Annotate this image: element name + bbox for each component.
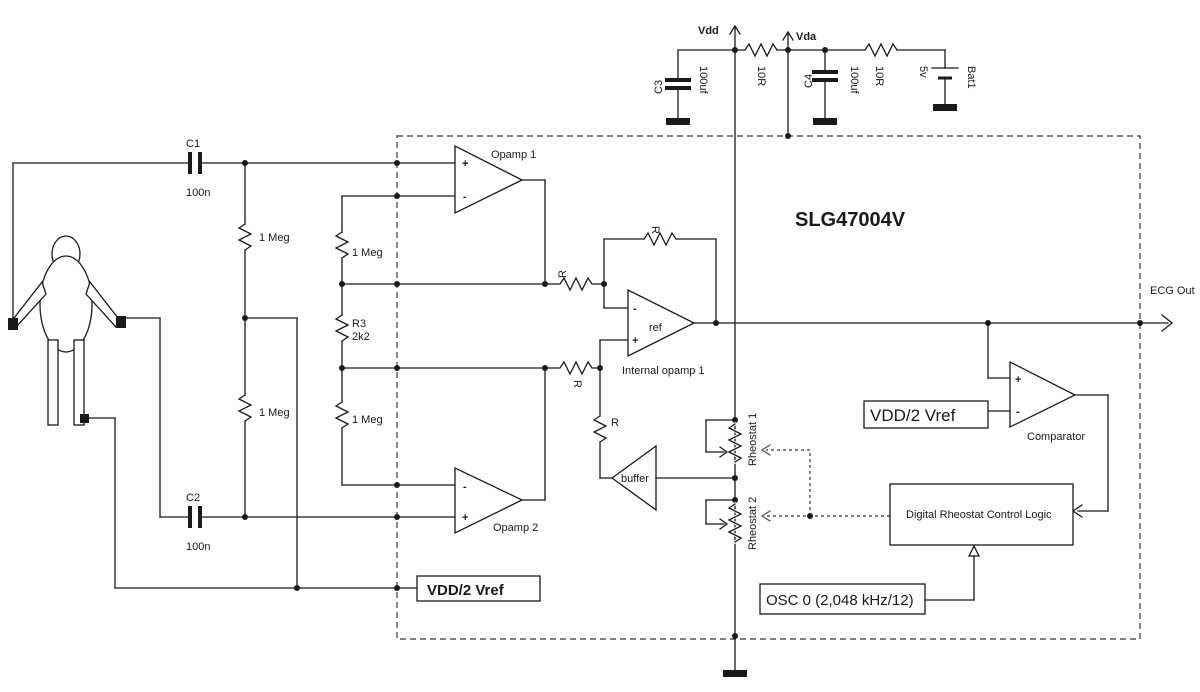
c4-ref: C4: [803, 74, 815, 88]
battery-ref: Bat1: [965, 66, 977, 89]
internal-opamp: - + ref Internal opamp 1: [622, 288, 1169, 377]
svg-text:+: +: [632, 335, 638, 347]
vda-label: Vda: [796, 31, 817, 43]
logic-label: Digital Rheostat Control Logic: [906, 509, 1052, 521]
svg-text:R: R: [611, 417, 619, 429]
svg-text:+: +: [462, 512, 468, 524]
c2-value: 100n: [186, 541, 210, 553]
vref-input-label: VDD/2 Vref: [427, 582, 505, 599]
svg-text:R: R: [649, 226, 661, 234]
svg-text:-: -: [463, 191, 467, 203]
osc-label: OSC 0 (2,048 kHz/12): [766, 592, 914, 609]
supply-section: Vdd Vda 10R 10R C3 100uf: [653, 24, 977, 677]
r10-2-label: 10R: [873, 66, 885, 86]
ecg-out-arrow: [1161, 314, 1174, 332]
comparator: + - Comparator: [987, 322, 1109, 518]
comparator-label: Comparator: [1027, 431, 1085, 443]
r10-1-label: 10R: [755, 66, 767, 86]
c3-value: 100uf: [697, 66, 709, 94]
osc-box: [759, 583, 926, 615]
ecg-out-label: ECG Out: [1150, 285, 1195, 297]
svg-text:+: +: [462, 158, 468, 170]
svg-text:R: R: [571, 380, 583, 388]
opamp-1: + - Opamp 1: [454, 144, 548, 287]
opamp-1-label: Opamp 1: [491, 149, 536, 161]
svg-text:-: -: [1016, 406, 1020, 418]
vref-comparator-label: VDD/2 Vref: [870, 406, 956, 425]
r-gain-a-label: 1 Meg: [352, 247, 383, 259]
svg-text:+: +: [1015, 374, 1021, 386]
r-bias-top-label: 1 Meg: [259, 232, 290, 244]
input-network: C1 100n C2 100n 1 Meg 1 Meg: [12, 138, 456, 591]
svg-text:R: R: [557, 270, 569, 278]
ground-bottom: [723, 670, 747, 677]
c1-value: 100n: [186, 187, 210, 199]
gain-network: 1 Meg R3 2k2 1 Meg: [334, 193, 546, 488]
battery-value: 5v: [917, 66, 929, 78]
c2-ref: C2: [186, 492, 200, 504]
chip-boundary: [396, 135, 1141, 640]
chip-name: SLG47004V: [795, 209, 906, 231]
internal-opamp-label: Internal opamp 1: [622, 365, 705, 377]
buffer-label: buffer: [621, 473, 649, 485]
logic-box: [889, 483, 1074, 546]
r3-value: 2k2: [352, 331, 370, 343]
rheostat-2-label: Rheostat 2: [747, 497, 759, 550]
r-gain-b-label: 1 Meg: [352, 414, 383, 426]
svg-text:-: -: [633, 303, 637, 315]
vref-comparator-box: [863, 400, 989, 429]
c1-ref: C1: [186, 138, 200, 150]
human-figure: [8, 235, 126, 426]
opamp-2-label: Opamp 2: [493, 522, 538, 534]
vref-input-box: [416, 575, 541, 602]
resistor-10r-2: [864, 42, 898, 58]
opamp-2: - + Opamp 2: [454, 365, 548, 535]
rheostats: Rheostat 1 Rheostat 2: [705, 413, 890, 639]
rheostat-1-label: Rheostat 1: [747, 413, 759, 466]
c3-ref: C3: [653, 80, 665, 94]
vdd-label: Vdd: [698, 25, 719, 37]
difference-resistors: R R R R: [544, 226, 717, 479]
r-bias-bot-label: 1 Meg: [259, 407, 290, 419]
c4-value: 100uf: [848, 66, 860, 94]
ref-label: ref: [649, 322, 663, 334]
r3-ref: R3: [352, 318, 366, 330]
resistor-10r-1: [744, 42, 778, 58]
svg-text:-: -: [463, 481, 467, 493]
buffer: buffer: [610, 444, 738, 512]
